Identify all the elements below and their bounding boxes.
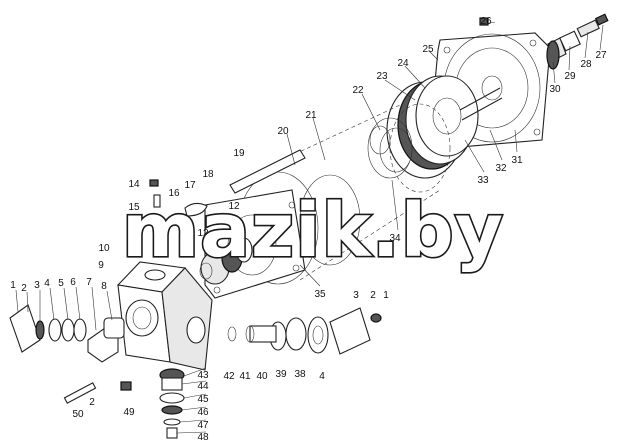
callout-9: 9 xyxy=(98,260,104,271)
shaft-end-parts xyxy=(479,13,609,70)
callout-12-upper: 12 xyxy=(228,201,240,212)
callout-45: 45 xyxy=(197,394,209,405)
valve-body xyxy=(116,261,213,371)
callout-40: 40 xyxy=(256,371,268,382)
bottom-drain-parts xyxy=(159,368,185,439)
callout-7: 7 xyxy=(86,277,92,288)
callout-1-right: 1 xyxy=(383,290,389,301)
callout-31: 31 xyxy=(511,155,523,166)
callout-39: 39 xyxy=(275,369,287,380)
callout-20: 20 xyxy=(277,126,289,137)
callout-3-left: 3 xyxy=(34,280,40,291)
valve-small-parts xyxy=(149,179,253,285)
callout-12-lower: 12 xyxy=(197,228,209,239)
callout-42: 42 xyxy=(223,371,235,382)
callout-1-left: 1 xyxy=(10,280,16,291)
callout-29: 29 xyxy=(564,71,576,82)
callout-10: 10 xyxy=(98,243,110,254)
callout-11: 11 xyxy=(184,241,195,252)
callout-30: 30 xyxy=(549,84,561,95)
callout-2-left: 2 xyxy=(21,283,27,294)
callout-28: 28 xyxy=(580,59,592,70)
callout-16: 16 xyxy=(168,188,180,199)
callout-25: 25 xyxy=(422,44,434,55)
callout-48: 48 xyxy=(197,432,209,443)
callout-33: 33 xyxy=(477,175,489,186)
callout-49: 49 xyxy=(123,407,135,418)
left-inlet-parts xyxy=(9,304,125,363)
callout-8: 8 xyxy=(101,281,107,292)
callout-44: 44 xyxy=(197,381,209,392)
callout-21: 21 xyxy=(305,110,317,121)
callout-15: 15 xyxy=(128,202,140,213)
callout-27: 27 xyxy=(595,50,607,61)
callout-50: 50 xyxy=(72,409,84,420)
callout-18: 18 xyxy=(202,169,214,180)
callout-5: 5 xyxy=(58,278,64,289)
callout-41: 41 xyxy=(239,371,251,382)
callout-46: 46 xyxy=(197,407,209,418)
callout-17: 17 xyxy=(184,180,196,191)
callout-13: 13 xyxy=(211,213,223,224)
leader-lines xyxy=(15,21,604,434)
callout-47: 47 xyxy=(197,420,209,431)
callout-43: 43 xyxy=(197,370,209,381)
callout-32: 32 xyxy=(495,163,507,174)
right-outlet-parts xyxy=(227,307,382,355)
callout-35: 35 xyxy=(314,289,326,300)
callout-6: 6 xyxy=(70,277,76,288)
callout-4-left: 4 xyxy=(44,278,50,289)
callout-22: 22 xyxy=(352,85,364,96)
callout-19: 19 xyxy=(233,148,245,159)
callout-14: 14 xyxy=(128,179,140,190)
callout-labels: 26 27 28 29 30 25 24 23 22 21 20 31 32 3… xyxy=(10,16,607,443)
callout-2-right: 2 xyxy=(370,290,376,301)
callout-26: 26 xyxy=(480,16,492,27)
bolt-and-nut xyxy=(63,381,132,404)
callout-3-right: 3 xyxy=(353,290,359,301)
callout-23: 23 xyxy=(376,71,388,82)
callout-34: 34 xyxy=(389,233,401,244)
callout-2-bolt: 2 xyxy=(89,397,95,408)
piston-assembly xyxy=(367,75,503,179)
callout-24: 24 xyxy=(397,58,409,69)
callout-38: 38 xyxy=(294,369,306,380)
watermark: mazik.by xyxy=(122,188,504,274)
callout-4-right: 4 xyxy=(319,371,325,382)
